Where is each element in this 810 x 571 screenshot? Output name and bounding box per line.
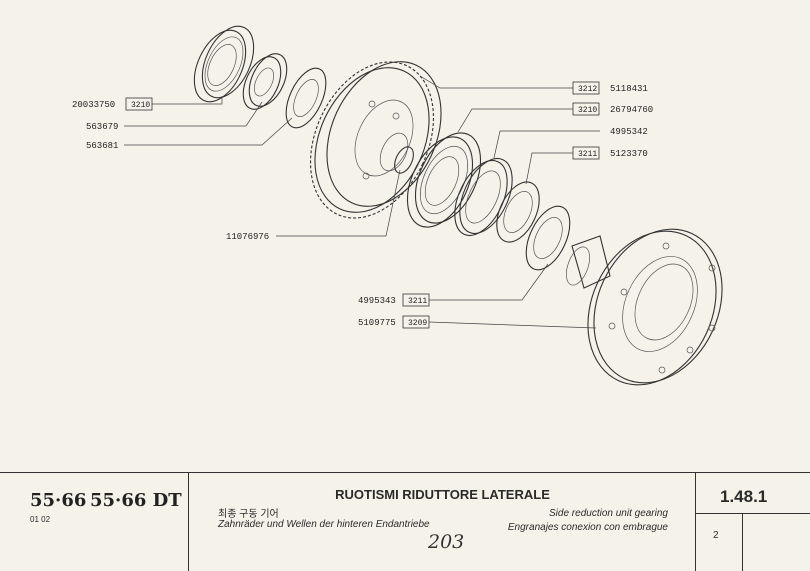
svg-text:3210: 3210 [131,101,150,110]
code-divider [695,513,810,514]
callout-26794760: 3210 26794760 [457,102,653,133]
oil-seal-part [496,181,540,243]
edition-code: 01 02 [30,515,51,524]
handwritten-page-number: 203 [428,531,465,553]
callout-4995343: 4995343 3211 [358,263,549,307]
svg-text:5109775: 5109775 [358,318,396,328]
exploded-parts-diagram: 20033750 3210 563679 563681 11076976 321… [72,25,723,386]
svg-text:3211: 3211 [578,150,597,159]
spacer-ring-part [454,158,513,236]
title-english: Side reduction unit gearing [549,508,668,519]
svg-text:4995342: 4995342 [610,127,648,137]
svg-text:20033750: 20033750 [72,100,115,110]
svg-text:3212: 3212 [578,85,597,94]
svg-text:11076976: 11076976 [226,232,269,242]
svg-text:563679: 563679 [86,122,118,132]
bearing2-part [406,132,482,228]
model-name: 55·66 [30,490,87,511]
title-spanish: Engranajes conexion con embrague [507,522,668,533]
washer-part [285,67,327,129]
bearing-part [193,25,255,103]
snap-ring-part [394,146,414,174]
title-korean: 최종 구동 기어 [218,509,279,520]
callout-5109775: 5109775 3209 [358,315,597,329]
callout-563681: 563681 [86,117,293,151]
page-divider [742,513,743,571]
svg-text:5123370: 5123370 [610,149,648,159]
svg-text:3210: 3210 [578,106,597,115]
section-code: 1.48.1 [720,487,768,506]
svg-text:26794760: 26794760 [610,105,653,115]
svg-text:4995343: 4995343 [358,296,396,306]
title-divider-left [188,473,189,571]
model-name-dt: 55·66 DT [90,490,182,511]
thin-washer-part [525,205,571,271]
title-german: Zahnräder und Wellen der hinteren Endant… [218,519,430,530]
svg-text:3209: 3209 [408,319,427,328]
callout-20033750: 20033750 3210 [72,96,223,111]
title-divider-right [695,473,696,571]
callout-11076976: 11076976 [226,169,401,242]
callout-5123370: 3211 5123370 [525,146,648,185]
title-block: 55·66 55·66 DT 01 02 RUOTISMI RIDUTTORE … [0,472,810,571]
title-italian: RUOTISMI RIDUTTORE LATERALE [335,487,550,502]
svg-text:3211: 3211 [408,297,427,306]
page-count: 2 [713,530,719,541]
reduction-gear-part [309,61,442,219]
callout-563679: 563679 [86,101,263,132]
flanged-shaft-part [566,228,723,386]
callout-4995342: 4995342 [493,127,648,159]
nut-part [242,53,288,110]
svg-text:563681: 563681 [86,141,118,151]
svg-text:5118431: 5118431 [610,84,648,94]
callout-5118431: 3212 5118431 [419,75,648,95]
